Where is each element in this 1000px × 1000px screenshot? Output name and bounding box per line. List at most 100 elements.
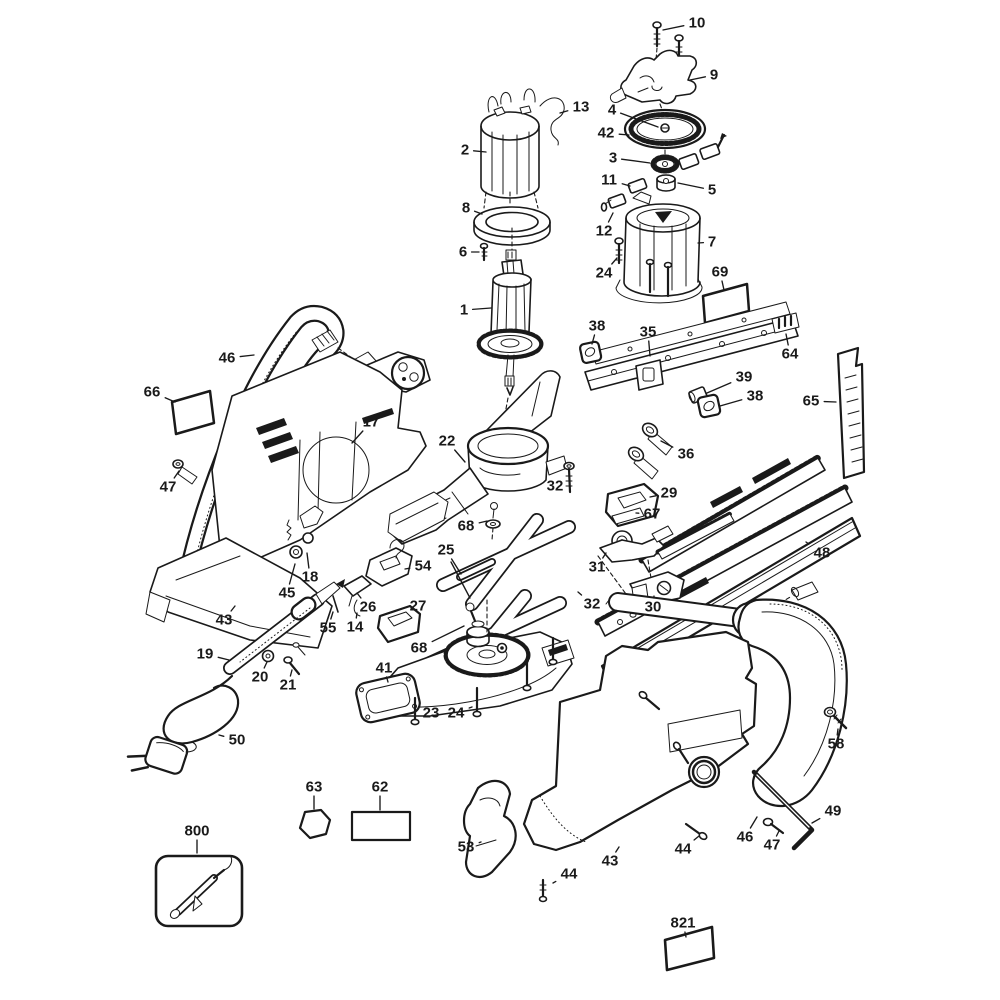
part-label-18: 18 [302, 569, 319, 586]
part-label-41: 41 [376, 660, 393, 677]
label-box-821 [663, 925, 716, 972]
part-label-35: 35 [640, 324, 657, 341]
part-label-6: 6 [459, 244, 467, 261]
part-label-46: 46 [737, 829, 754, 846]
part-label-45: 45 [279, 585, 296, 602]
leader-line-31-35 [602, 552, 607, 559]
part-label-21: 21 [280, 677, 297, 694]
part-label-68: 68 [458, 518, 475, 535]
part-label-32: 32 [584, 596, 601, 613]
part-label-38: 38 [589, 318, 606, 335]
housing-43-right [522, 630, 758, 852]
leader-line-22-25 [454, 449, 466, 463]
accessory-boxes [154, 808, 716, 972]
power-plug [126, 735, 189, 775]
part-label-19: 19 [197, 646, 214, 663]
leader-line-3-6 [620, 158, 651, 164]
screw-47-right [762, 817, 785, 835]
leader-line-49-56 [811, 817, 821, 824]
inner-lever-parts [286, 505, 324, 559]
part-label-69: 69 [712, 264, 729, 281]
front-handle-drawing [126, 579, 345, 775]
part-label-27: 27 [410, 598, 427, 615]
foot-29-drawing [604, 482, 660, 528]
box-62 [350, 810, 412, 842]
power-cord [162, 674, 240, 745]
part-label-44: 44 [675, 841, 692, 858]
guide-rail-drawing [578, 301, 800, 480]
leader-line-38-16 [591, 334, 596, 345]
part-label-22: 22 [439, 433, 456, 450]
leader-line-46-58 [749, 816, 758, 829]
switch-assembly-drawing [609, 21, 698, 113]
leader-line-43-62 [615, 846, 620, 853]
leader-line-50-52 [218, 734, 225, 738]
part-label-65: 65 [803, 393, 820, 410]
part-label-47: 47 [160, 479, 177, 496]
leader-line-25-32 [450, 558, 462, 575]
lubricator-tool [169, 856, 233, 919]
right-housing-drawing [462, 581, 848, 903]
leader-line-24-51 [468, 706, 473, 709]
leader-line-46-18 [239, 354, 255, 358]
part-label-43: 43 [602, 853, 619, 870]
leader-line-14-44 [355, 612, 358, 619]
part-label-63: 63 [306, 779, 323, 796]
leader-line-38-21 [719, 399, 743, 407]
leader-line-12-10 [607, 212, 614, 223]
leader-line-2-5 [472, 150, 487, 153]
part-label-39: 39 [736, 369, 753, 386]
motor-field-drawing [614, 191, 751, 325]
part-label-44: 44 [561, 866, 578, 883]
part-label-50: 50 [229, 732, 246, 749]
leader-line-29-29 [649, 495, 657, 498]
leader-line-36-26 [660, 440, 674, 448]
leader-line-32-40 [577, 591, 583, 596]
part-label-54: 54 [415, 558, 432, 575]
leader-line-4-3 [619, 112, 659, 128]
part-label-42: 42 [598, 125, 615, 142]
part-label-800: 800 [184, 823, 209, 840]
part-label-58: 58 [828, 736, 845, 753]
part-label-55: 55 [320, 620, 337, 637]
leader-line-5-8 [677, 182, 705, 189]
leader-line-68-31 [478, 520, 488, 524]
leader-line-55-43 [330, 611, 334, 620]
leader-line-54-34 [404, 567, 411, 570]
washer-20 [261, 649, 275, 663]
part-label-2: 2 [461, 142, 469, 159]
part-label-47: 47 [764, 837, 781, 854]
part-label-68: 68 [411, 640, 428, 657]
leader-line-41-47 [385, 676, 389, 683]
leader-line-39-20 [706, 382, 732, 394]
part-label-821: 821 [670, 915, 695, 932]
leader-line-9-1 [689, 76, 707, 81]
part-label-64: 64 [782, 346, 799, 363]
leader-line-13-2 [559, 110, 569, 114]
leader-line-53-60 [478, 841, 482, 844]
leader-line-17-24 [351, 430, 364, 444]
grommet-38-lower [696, 393, 722, 419]
bracket-54 [365, 539, 413, 587]
leader-line-10-0 [662, 25, 685, 31]
blade-holder-strip-drawing [836, 346, 866, 480]
part-label-30: 30 [645, 599, 662, 616]
part-label-11: 11 [601, 172, 617, 189]
screw-21 [283, 656, 293, 664]
part-label-20: 20 [252, 669, 269, 686]
part-label-29: 29 [661, 485, 678, 502]
part-label-17: 17 [363, 414, 380, 431]
part-label-8: 8 [462, 200, 470, 217]
part-label-4: 4 [608, 102, 617, 119]
leader-line-66-22 [164, 397, 176, 403]
brush-set-left [600, 177, 648, 212]
part-label-36: 36 [678, 446, 695, 463]
leader-line-47-27 [173, 470, 180, 479]
leader-line-19-46 [217, 656, 230, 661]
screw-58 [823, 706, 848, 730]
leader-line-821-64 [684, 931, 687, 938]
part-label-25: 25 [438, 542, 455, 559]
part-label-24: 24 [448, 705, 465, 722]
